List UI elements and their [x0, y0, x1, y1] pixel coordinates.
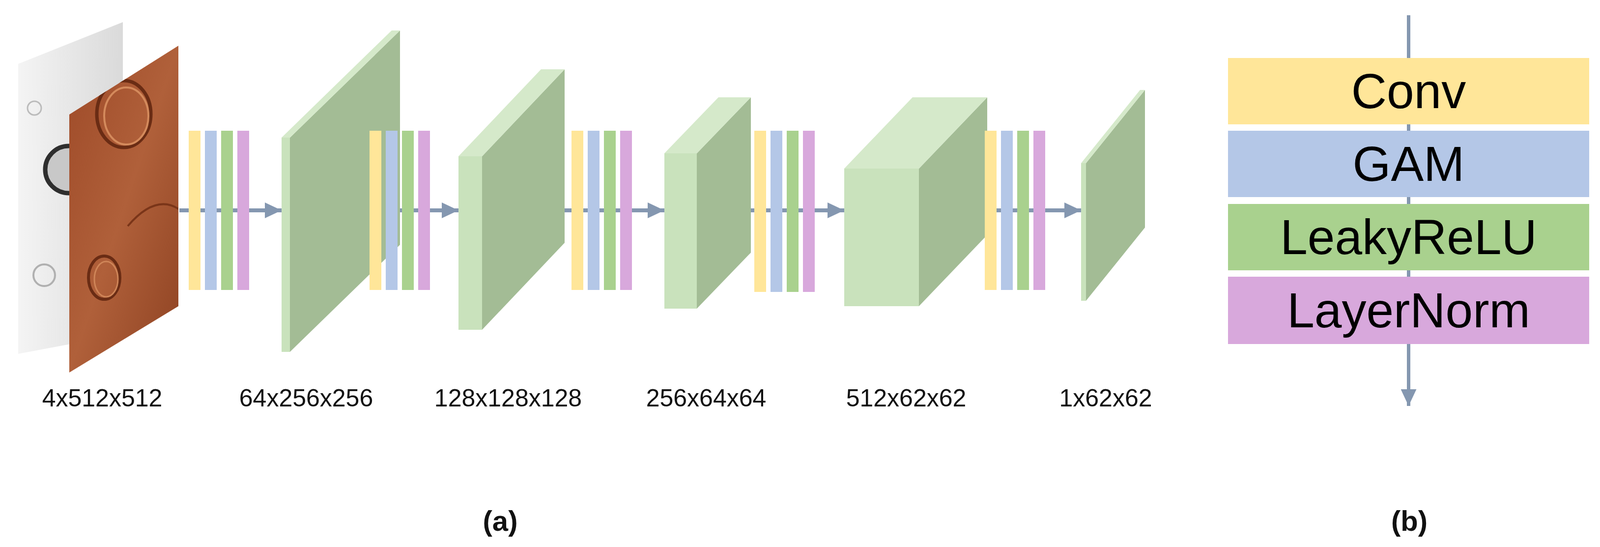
layer-name: GAM	[1352, 135, 1465, 193]
layer-stripe	[385, 130, 398, 290]
dimension-label: 4x512x512	[42, 383, 163, 413]
terrain-detail	[88, 80, 182, 300]
layer-stripe	[237, 130, 250, 290]
layer-name: Conv	[1351, 62, 1466, 120]
feature-map	[281, 30, 400, 352]
feature-map-top	[1081, 89, 1145, 164]
data-flow-line	[1406, 270, 1411, 277]
feature-map-top	[281, 30, 400, 138]
data-flow-arrow	[1406, 343, 1411, 406]
feature-map-front	[844, 168, 919, 307]
layer-stripe	[603, 130, 616, 290]
layer-name: LeakyReLU	[1280, 208, 1538, 266]
feature-map-top	[664, 97, 751, 154]
feature-map-top	[458, 69, 565, 157]
dimension-label: 1x62x62	[1058, 383, 1152, 413]
layer-stripe-group	[984, 130, 1046, 290]
feature-map	[844, 97, 988, 307]
dimension-label: 256x64x64	[646, 383, 767, 413]
layer-box: GAM	[1228, 130, 1590, 198]
feature-map-front	[281, 137, 290, 352]
dimension-label: 128x128x128	[434, 383, 582, 413]
feature-map-node: 128x128x128	[458, 69, 565, 330]
layer-stripe	[418, 130, 430, 290]
layer-stripe-group	[188, 130, 250, 290]
feature-map-node: 512x62x62	[844, 97, 988, 307]
panel-label: (a)	[483, 503, 518, 539]
layer-stripe	[369, 130, 382, 290]
input-image-node: 4x512x512	[14, 19, 180, 376]
layer-stripe	[1017, 130, 1029, 290]
feature-map-node: 64x256x256	[281, 30, 400, 352]
terrain-image-plane	[69, 45, 179, 373]
layer-stripe	[1033, 130, 1046, 290]
layer-stripe	[221, 130, 233, 290]
layer-stripe	[620, 130, 632, 290]
layer-stripe	[571, 130, 584, 290]
feature-map-front	[664, 153, 697, 309]
dimension-label: 64x256x256	[239, 383, 373, 413]
layer-stripe	[587, 130, 600, 290]
layer-stripe	[786, 130, 799, 292]
data-flow-line	[1406, 15, 1411, 58]
layer-stripe-group	[754, 130, 815, 292]
panel-label: (b)	[1391, 503, 1428, 539]
feature-map	[458, 69, 565, 330]
feature-map-node: 1x62x62	[1081, 89, 1145, 301]
feature-map-top	[844, 97, 988, 169]
dimension-label: 512x62x62	[846, 383, 967, 413]
layer-stripe	[770, 130, 783, 292]
input-image	[14, 19, 180, 376]
layer-stripe	[401, 130, 414, 290]
layer-box: LeakyReLU	[1228, 203, 1590, 271]
layer-stripe	[204, 130, 217, 290]
feature-map-node: 256x64x64	[664, 97, 751, 309]
layer-stripe	[188, 130, 201, 290]
feature-map-front	[1081, 163, 1086, 301]
layer-stripe	[1000, 130, 1013, 290]
layer-stripe	[754, 130, 767, 292]
data-flow-line	[1406, 124, 1411, 131]
layer-name: LayerNorm	[1286, 282, 1531, 339]
feature-map	[1081, 89, 1145, 301]
layer-stripe	[984, 130, 997, 290]
layer-stripe	[802, 130, 815, 292]
layer-stripe-group	[571, 130, 632, 290]
feature-map-front	[458, 156, 483, 330]
data-flow-line	[1406, 197, 1411, 204]
layer-box: LayerNorm	[1228, 276, 1590, 344]
layer-box: Conv	[1228, 57, 1590, 125]
feature-map	[664, 97, 751, 309]
